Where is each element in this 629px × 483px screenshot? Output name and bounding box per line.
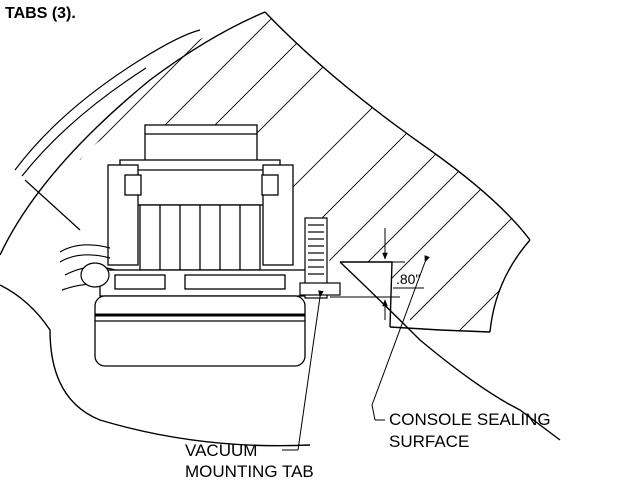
header-text: TABS (3). bbox=[5, 5, 76, 22]
console-sealing-label-line1: CONSOLE SEALING bbox=[389, 410, 551, 429]
dimension-markup bbox=[330, 228, 424, 320]
mounting-tab bbox=[299, 217, 341, 299]
vacuum-label-line1: VACUUM bbox=[185, 441, 257, 460]
vacuum-label-line2: MOUNTING TAB bbox=[185, 462, 314, 481]
vacuum-tab-leader bbox=[282, 290, 324, 451]
vacuum-motor bbox=[94, 124, 311, 367]
dimension-label: .80" bbox=[396, 271, 420, 287]
console-sealing-leader bbox=[371, 255, 430, 421]
console-lining bbox=[14, 29, 201, 231]
console-sealing-label-line2: SURFACE bbox=[389, 432, 469, 451]
hose-connector bbox=[59, 244, 116, 291]
